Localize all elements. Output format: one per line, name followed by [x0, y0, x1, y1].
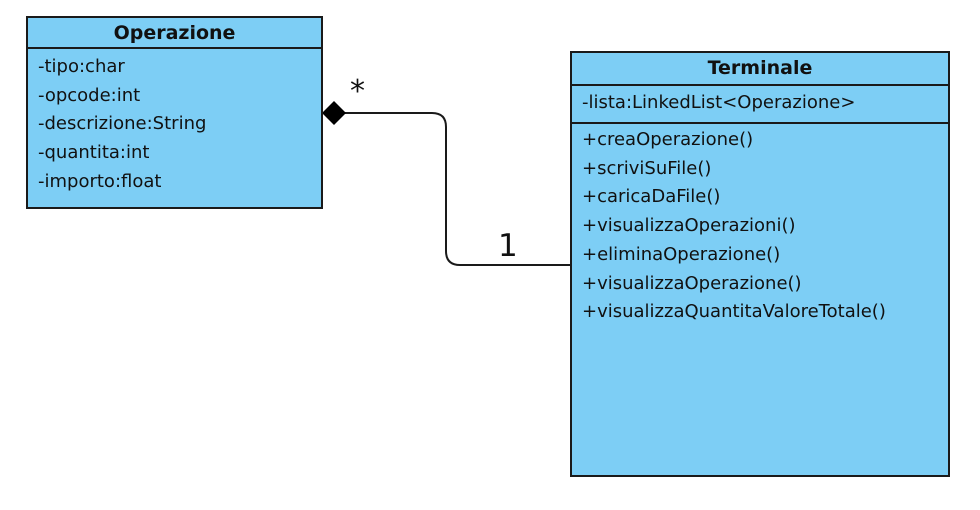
operation-visualizza-quantita-valore-totale: +visualizzaQuantitaValoreTotale(): [582, 301, 886, 323]
class-operazione[interactable]: Operazione -tipo:char -opcode:int -descr…: [26, 16, 323, 209]
association-line[interactable]: [345, 112, 570, 266]
operation-visualizza-operazioni: +visualizzaOperazioni(): [582, 215, 796, 237]
attribute-tipo: -tipo:char: [38, 56, 125, 77]
class-terminale-attributes: -lista:LinkedList<Operazione>: [572, 86, 948, 124]
class-operazione-title: Operazione: [28, 18, 321, 49]
operation-visualizza-operazione: +visualizzaOperazione(): [582, 272, 802, 294]
composition-diamond: [322, 101, 346, 125]
class-terminale[interactable]: Terminale -lista:LinkedList<Operazione> …: [570, 51, 950, 477]
attribute-opcode: -opcode:int: [38, 84, 141, 106]
class-terminale-operations: +creaOperazione() +scriviSuFile() +caric…: [572, 124, 948, 327]
attribute-quantita: -quantita:int: [38, 142, 150, 164]
attribute-importo: -importo:float: [38, 170, 162, 192]
operation-scrivi-su-file: +scriviSuFile(): [582, 157, 712, 179]
multiplicity-many: *: [350, 74, 365, 109]
operation-carica-da-file: +caricaDaFile(): [582, 186, 721, 208]
operation-elimina-operazione: +eliminaOperazione(): [582, 243, 781, 265]
class-operazione-attributes: -tipo:char -opcode:int -descrizione:Stri…: [28, 49, 321, 197]
class-terminale-title: Terminale: [572, 53, 948, 86]
multiplicity-one: 1: [498, 228, 518, 264]
operation-crea-operazione: +creaOperazione(): [582, 129, 754, 150]
attribute-descrizione: -descrizione:String: [38, 113, 207, 135]
attribute-lista: -lista:LinkedList<Operazione>: [582, 92, 856, 113]
